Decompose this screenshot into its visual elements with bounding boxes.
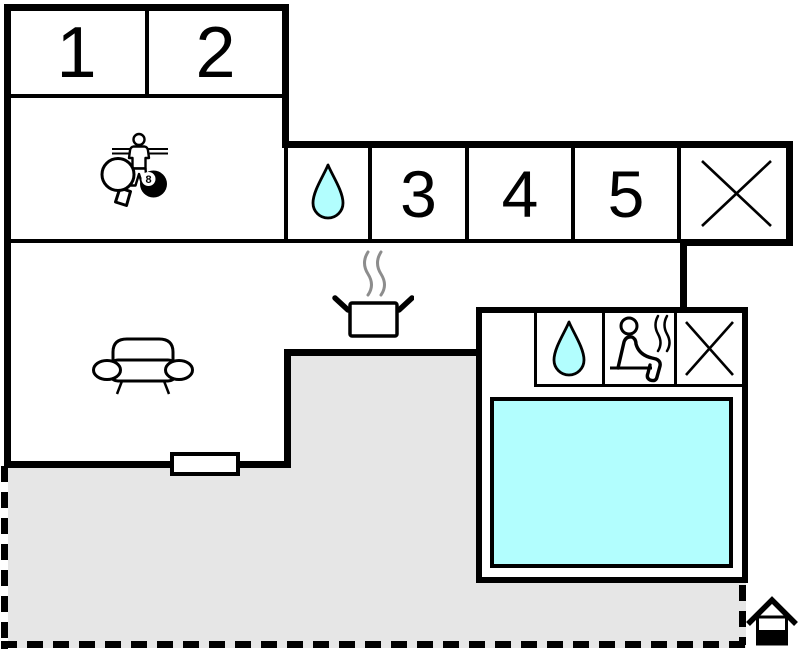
sofa-icon: [88, 333, 198, 399]
wall-step: [284, 349, 291, 468]
swimming-pool: [490, 397, 733, 568]
wall-kitchen-bottom: [284, 349, 482, 356]
wall-saunarow-d3: [674, 313, 677, 384]
wall-gameroom-living-divider: [8, 239, 682, 243]
cooking-pot-icon: [322, 246, 414, 341]
table-tennis-paddle-icon: [100, 157, 136, 207]
wall-xbox-bottom: [680, 239, 793, 246]
crossed-box-icon: [677, 313, 742, 384]
wall-bath-room3-divider: [368, 148, 372, 243]
room-4-label: 4: [501, 156, 539, 231]
wall-room1-room2-divider: [145, 11, 149, 97]
wall-rooms12-bottom: [8, 94, 282, 98]
terrace-boundary-bottom: [1, 641, 746, 648]
game-room-icons: 8: [92, 128, 182, 208]
wall-saunarow-d1: [534, 313, 537, 384]
entrance-house-icon: [746, 592, 798, 650]
steam-icon: [363, 250, 386, 297]
room-2-label: 2: [195, 12, 236, 93]
wall-living-bottom: [4, 461, 291, 468]
wall-hall-left: [284, 148, 288, 243]
wall-roomrow-top: [282, 141, 793, 148]
wall-poolroom-right: [742, 307, 748, 583]
eight-ball-icon: 8: [140, 170, 167, 198]
wall-poolroom-top: [476, 307, 748, 313]
wall-saunarow-d2: [602, 313, 605, 384]
wall-poolroom-bottom: [476, 577, 748, 583]
wall-connector: [680, 239, 687, 313]
water-drop-icon: [552, 320, 586, 378]
wall-room4-room5-divider: [571, 148, 575, 243]
terrace-boundary-left: [1, 466, 8, 649]
wall-saunarow-bottom: [534, 384, 745, 387]
room-3-label: 3: [400, 156, 437, 231]
water-drop-icon: [311, 163, 345, 221]
door-window-marker: [170, 452, 240, 476]
wall-right-outer: [786, 141, 793, 246]
wall-room5-xbox-divider: [677, 148, 681, 243]
room-1-label: 1: [56, 12, 97, 93]
wall-poolroom-left: [476, 307, 482, 583]
wall-left: [4, 4, 11, 468]
wall-top: [4, 4, 289, 11]
terrace-boundary-right: [739, 585, 746, 645]
crossed-box-icon: [687, 148, 786, 239]
eight-ball-number: 8: [145, 174, 151, 186]
wall-room2-right: [282, 4, 289, 148]
wall-room3-room4-divider: [465, 148, 469, 243]
room-5-label: 5: [607, 156, 645, 231]
sauna-icon: [605, 313, 677, 385]
